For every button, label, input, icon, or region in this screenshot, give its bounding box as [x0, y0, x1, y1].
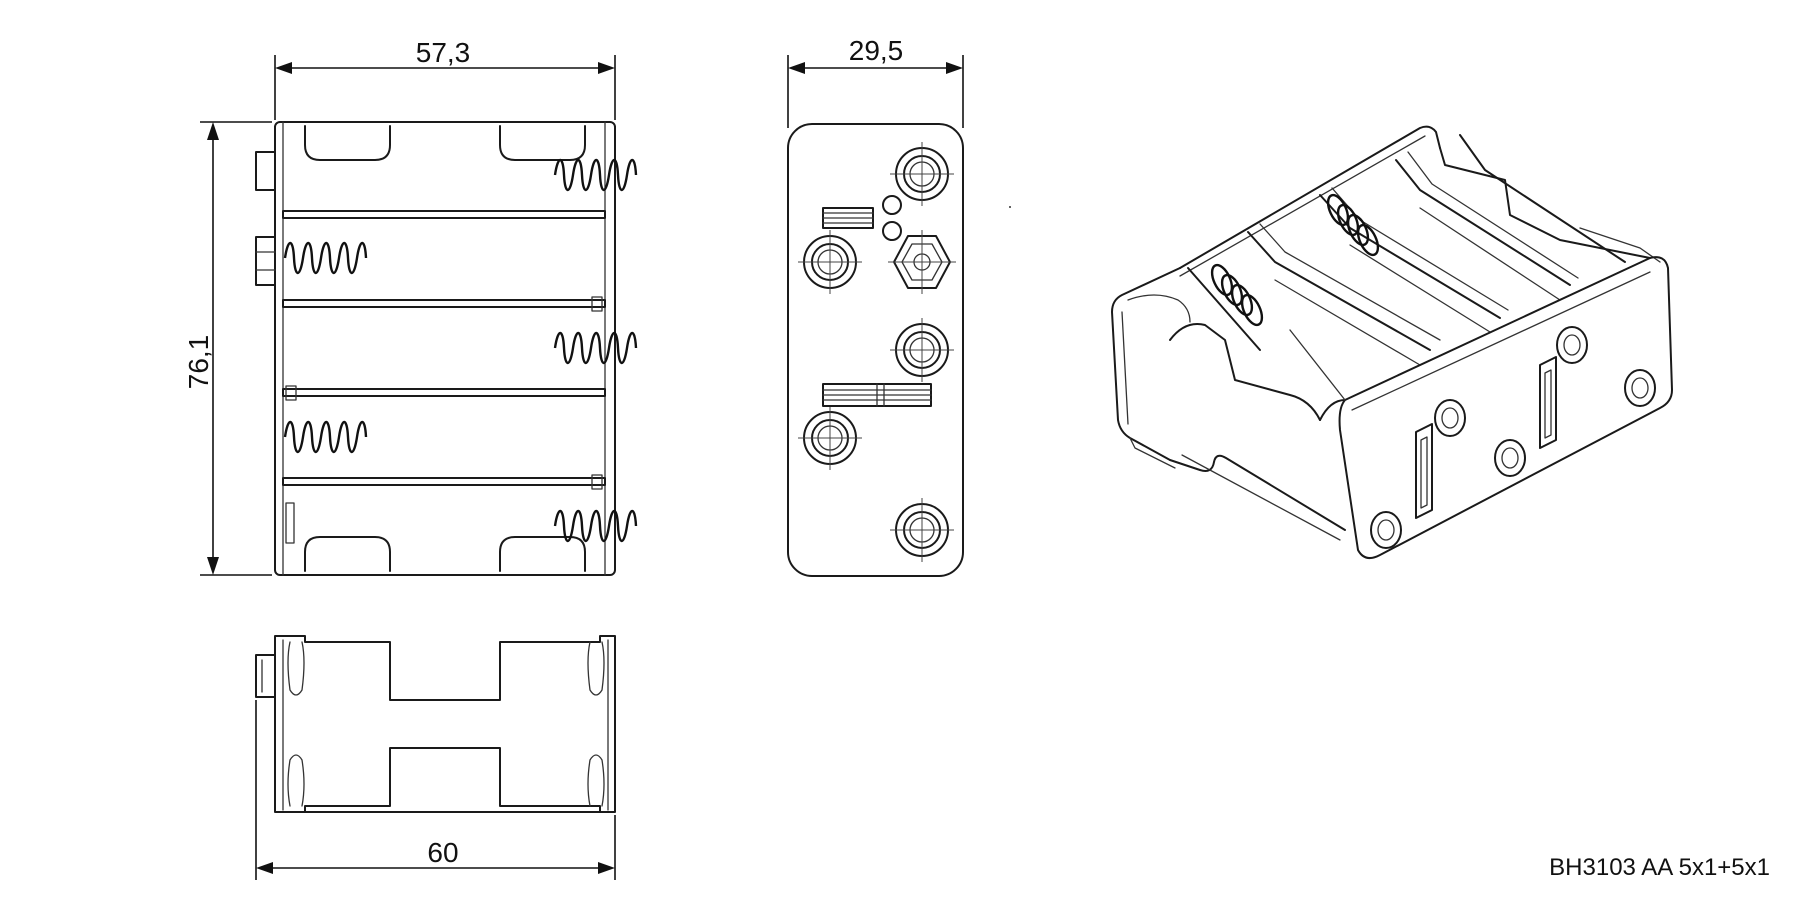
dimension-top-width: 57,3	[274, 37, 616, 120]
isometric-slots	[1415, 356, 1557, 519]
end-view: 29,5	[787, 35, 1011, 577]
isometric-spring-2	[1326, 193, 1380, 257]
isometric-spring-1	[1210, 263, 1264, 327]
isometric-view	[1111, 125, 1673, 560]
dimension-end-width-label: 29,5	[849, 35, 904, 66]
dimension-top-width-label: 57,3	[416, 37, 471, 68]
front-view: 57,3 76,1	[183, 37, 638, 576]
dimension-end-width: 29,5	[787, 35, 964, 128]
terminal-grille-lower	[822, 383, 932, 407]
terminal-grille-upper	[822, 207, 874, 229]
dimension-height: 76,1	[183, 121, 272, 576]
dimension-bottom-width: 60	[255, 700, 616, 880]
dimension-height-label: 76,1	[183, 335, 214, 390]
isometric-eyelets	[1370, 326, 1656, 549]
dimension-bottom-width-label: 60	[427, 837, 458, 868]
hex-terminal	[888, 230, 956, 294]
bottom-view: 60	[255, 635, 616, 880]
part-number-label: BH3103 AA 5x1+5x1	[1549, 854, 1770, 881]
